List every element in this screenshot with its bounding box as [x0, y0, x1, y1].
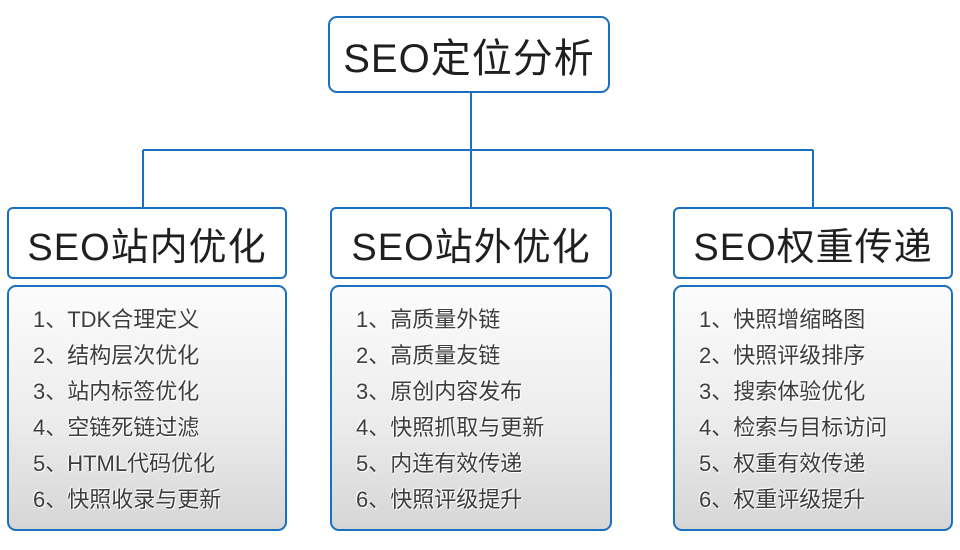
branch-title: SEO站外优化 [351, 226, 591, 269]
list-item: 3、原创内容发布 [356, 379, 523, 404]
branch-header-onsite: SEO站内优化 [7, 207, 287, 279]
list-item: 4、空链死链过滤 [33, 415, 200, 440]
root-node: SEO定位分析 [328, 16, 610, 93]
list-item: 5、内连有效传递 [356, 451, 523, 476]
branch-items: 1、TDK合理定义 2、结构层次优化 3、站内标签优化 4、空链死链过滤 5、H… [33, 302, 275, 518]
list-item: 1、高质量外链 [356, 307, 501, 332]
list-item: 1、TDK合理定义 [33, 307, 200, 332]
branch-title: SEO站内优化 [27, 226, 267, 269]
list-item: 3、站内标签优化 [33, 379, 200, 404]
list-item: 2、高质量友链 [356, 343, 501, 368]
branch-title: SEO权重传递 [693, 226, 933, 269]
branch-header-weight: SEO权重传递 [673, 207, 953, 279]
list-item: 2、结构层次优化 [33, 343, 200, 368]
tree-connector-path [142, 93, 814, 207]
root-node-title: SEO定位分析 [343, 36, 595, 81]
branch-list-offsite: 1、高质量外链 2、高质量友链 3、原创内容发布 4、快照抓取与更新 5、内连有… [330, 285, 612, 531]
list-item: 5、HTML代码优化 [33, 451, 216, 476]
list-item: 5、权重有效传递 [699, 451, 866, 476]
list-item: 4、检索与目标访问 [699, 415, 888, 440]
list-item: 4、快照抓取与更新 [356, 415, 545, 440]
list-item: 6、权重评级提升 [699, 487, 866, 512]
branch-items: 1、高质量外链 2、高质量友链 3、原创内容发布 4、快照抓取与更新 5、内连有… [356, 302, 600, 518]
branch-list-weight: 1、快照增缩略图 2、快照评级排序 3、搜索体验优化 4、检索与目标访问 5、权… [673, 285, 953, 531]
branch-header-offsite: SEO站外优化 [330, 207, 612, 279]
list-item: 1、快照增缩略图 [699, 307, 866, 332]
branch-items: 1、快照增缩略图 2、快照评级排序 3、搜索体验优化 4、检索与目标访问 5、权… [699, 302, 941, 518]
list-item: 6、快照评级提升 [356, 487, 523, 512]
list-item: 3、搜索体验优化 [699, 379, 866, 404]
branch-list-onsite: 1、TDK合理定义 2、结构层次优化 3、站内标签优化 4、空链死链过滤 5、H… [7, 285, 287, 531]
list-item: 6、快照收录与更新 [33, 487, 222, 512]
list-item: 2、快照评级排序 [699, 343, 866, 368]
